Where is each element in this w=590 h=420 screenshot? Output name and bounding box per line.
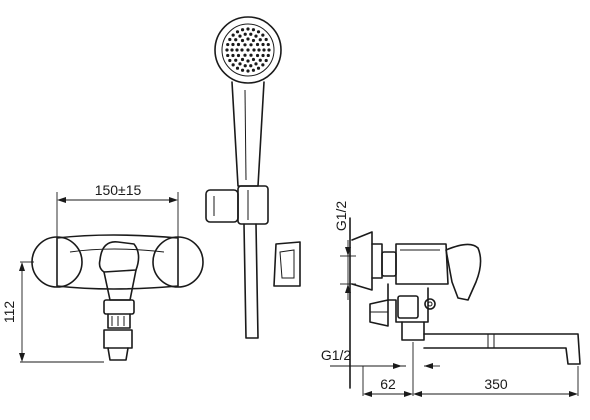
dimension-thread-top: G1/2 xyxy=(333,201,351,300)
nozzle-dot xyxy=(249,43,253,47)
nozzle-dot xyxy=(225,48,229,52)
nozzle-dot xyxy=(262,48,266,52)
nozzle-dot xyxy=(231,63,235,67)
nozzle-dot xyxy=(243,53,247,57)
nozzle-dot xyxy=(251,38,256,43)
nozzle-dot xyxy=(261,33,265,37)
nozzle-dot xyxy=(235,30,240,34)
nozzle-dot xyxy=(264,37,268,42)
nozzle-dot xyxy=(261,42,265,47)
nozzle-dot xyxy=(234,58,238,62)
nozzle-dot xyxy=(235,48,239,52)
height-label: 112 xyxy=(1,301,17,324)
hand-shower xyxy=(214,16,282,187)
nozzle-dot xyxy=(267,48,271,52)
nozzle-dot xyxy=(235,66,240,70)
shower-nozzles xyxy=(225,27,271,73)
nozzle-dot xyxy=(266,53,270,58)
front-view-mixer xyxy=(20,192,204,363)
nozzle-dot xyxy=(230,48,234,52)
nozzle-dot xyxy=(236,42,241,47)
nozzle-dot xyxy=(231,33,235,37)
shower-hose xyxy=(243,223,259,339)
nozzle-dot xyxy=(246,37,250,41)
nozzle-dot xyxy=(246,69,250,73)
dimension-spout-length: 350 xyxy=(413,376,578,397)
thread-bottom-label: G1/2 xyxy=(321,347,352,363)
nozzle-dot xyxy=(251,57,256,62)
nozzle-dot xyxy=(264,58,268,63)
nozzle-dot xyxy=(231,42,235,47)
nozzle-dot xyxy=(254,34,258,38)
wall-bracket xyxy=(273,241,301,287)
shower-holder xyxy=(205,185,269,225)
nozzle-dot xyxy=(249,64,253,68)
nozzle-dot xyxy=(249,53,253,57)
nozzle-dot xyxy=(261,53,265,58)
nozzle-dot xyxy=(256,30,261,34)
nozzle-dot xyxy=(240,38,245,43)
nozzle-dot xyxy=(240,48,244,52)
nozzle-dot xyxy=(246,59,250,63)
nozzle-dot xyxy=(252,48,256,52)
nozzle-dot xyxy=(246,48,250,52)
nozzle-dot xyxy=(251,28,256,32)
nozzle-dot xyxy=(240,68,245,72)
dimension-thread-bottom: G1/2 xyxy=(321,347,440,369)
nozzle-dot xyxy=(238,62,242,66)
thread-top-label: G1/2 xyxy=(333,201,349,232)
nozzle-dot xyxy=(246,27,250,31)
dimension-height: 112 xyxy=(1,262,25,362)
side-view-mixer xyxy=(330,217,581,396)
nozzle-dot xyxy=(231,53,235,58)
nozzle-dot xyxy=(240,57,245,62)
dimension-wall-offset: 62 xyxy=(363,376,413,397)
nozzle-dot xyxy=(255,42,260,47)
nozzle-dot xyxy=(258,58,262,62)
nozzle-dot xyxy=(266,42,270,47)
nozzle-dot xyxy=(228,37,232,42)
nozzle-dot xyxy=(228,58,232,63)
nozzle-dot xyxy=(243,64,247,68)
nozzle-dot xyxy=(234,38,238,42)
nozzle-dot xyxy=(226,42,230,47)
nozzle-dot xyxy=(257,48,261,52)
nozzle-dot xyxy=(251,68,256,72)
spacing-label: 150±15 xyxy=(95,182,142,198)
nozzle-dot xyxy=(238,34,242,38)
nozzle-dot xyxy=(255,53,260,58)
nozzle-dot xyxy=(254,62,258,66)
nozzle-dot xyxy=(249,32,253,36)
nozzle-dot xyxy=(236,53,241,58)
nozzle-dot xyxy=(243,43,247,47)
nozzle-dot xyxy=(226,53,230,58)
dimension-spacing: 150±15 xyxy=(57,182,178,203)
wall-offset-label: 62 xyxy=(380,376,396,392)
nozzle-dot xyxy=(256,66,261,70)
nozzle-dot xyxy=(243,32,247,36)
nozzle-dot xyxy=(240,28,245,32)
spout-length-label: 350 xyxy=(484,376,508,392)
nozzle-dot xyxy=(261,63,265,67)
nozzle-dot xyxy=(258,38,262,42)
